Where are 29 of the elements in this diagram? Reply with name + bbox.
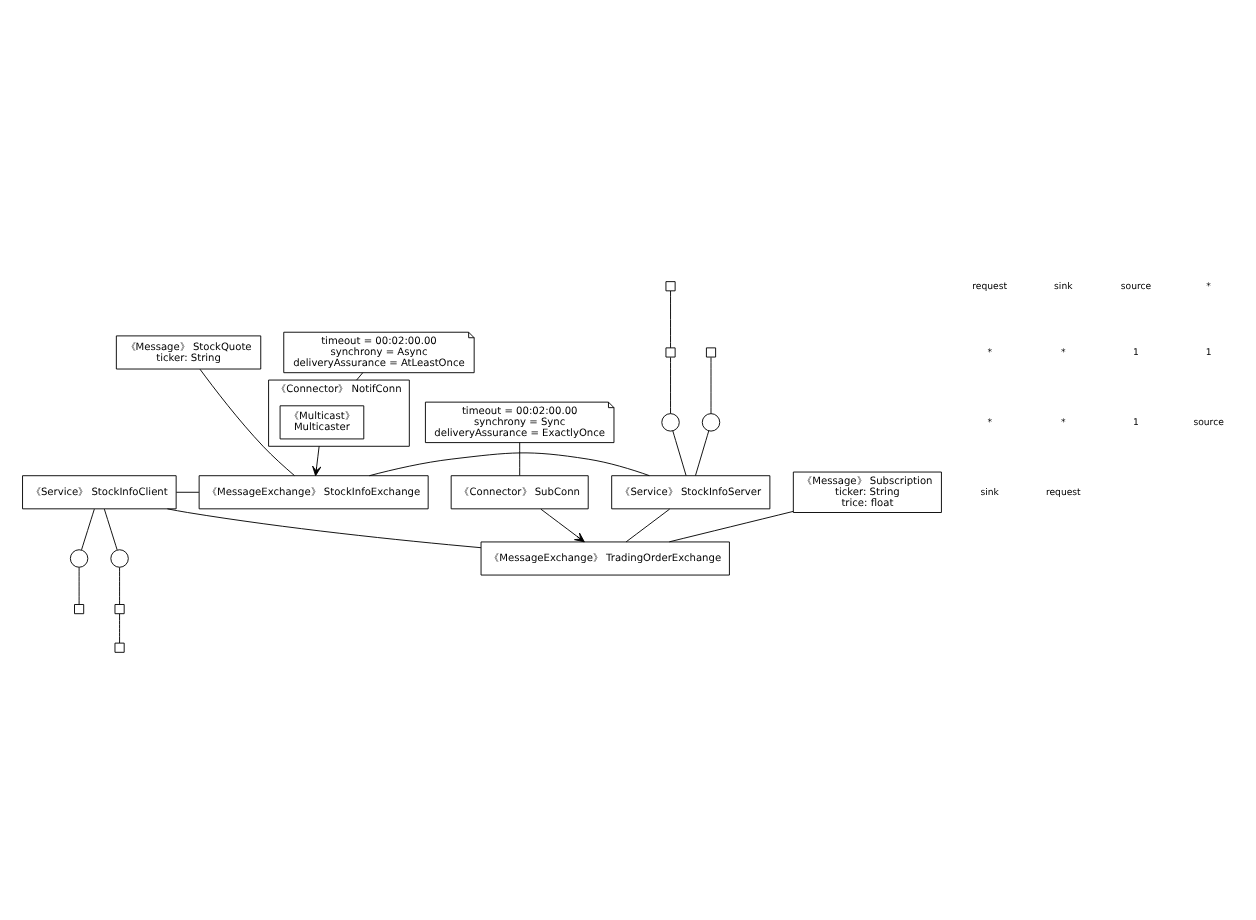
connector bbox=[175, 490, 200, 492]
connector bbox=[119, 566, 121, 604]
connector bbox=[670, 289, 671, 348]
connector bbox=[695, 429, 710, 475]
node-circle bbox=[661, 412, 680, 431]
node-box bbox=[114, 603, 125, 614]
node-box bbox=[114, 641, 125, 652]
connector bbox=[672, 429, 687, 475]
connector bbox=[519, 441, 521, 475]
connector bbox=[199, 367, 295, 476]
connector bbox=[710, 356, 712, 413]
node-circle bbox=[110, 548, 129, 567]
node-circle bbox=[69, 548, 89, 567]
connector bbox=[625, 507, 671, 542]
connector bbox=[166, 507, 482, 548]
node-box bbox=[665, 346, 676, 357]
connector bbox=[119, 612, 121, 643]
connector bbox=[103, 507, 118, 550]
connector bbox=[670, 356, 671, 413]
node-circle bbox=[701, 412, 721, 431]
connector bbox=[81, 507, 95, 550]
arrow bbox=[312, 444, 322, 476]
node-box bbox=[74, 603, 85, 614]
connector bbox=[78, 566, 80, 604]
node-box bbox=[705, 346, 717, 357]
arrow bbox=[540, 507, 585, 542]
node-box bbox=[665, 280, 676, 291]
connector bbox=[668, 509, 794, 542]
connector bbox=[356, 371, 364, 380]
